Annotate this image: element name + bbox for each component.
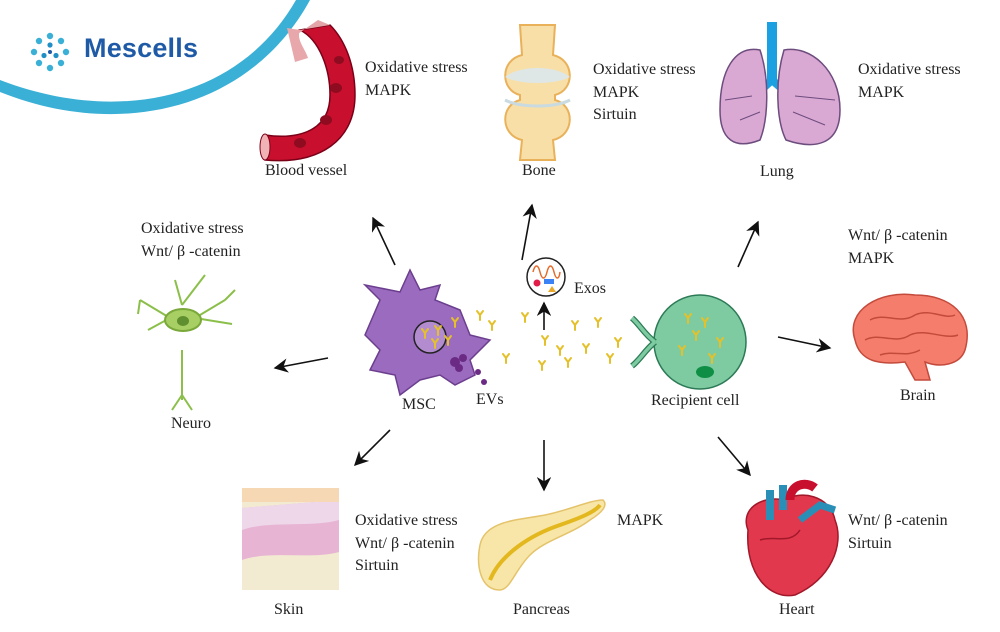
brain-label: Brain bbox=[900, 387, 936, 404]
evs-label: EVs bbox=[476, 391, 504, 408]
exos-label: Exos bbox=[574, 280, 606, 297]
pathway-item: Wnt/ β -catenin bbox=[141, 242, 241, 260]
pancreas-pathways: MAPK bbox=[617, 510, 663, 533]
brain-illustration bbox=[852, 293, 968, 381]
pathway-item: MAPK bbox=[858, 83, 905, 101]
neuro-pathways: Oxidative stress Wnt/ β -catenin bbox=[141, 218, 244, 263]
pancreas-illustration bbox=[477, 499, 606, 591]
pathway-item: Oxidative stress bbox=[141, 220, 244, 237]
bone-pathways: Oxidative stress MAPK Sirtuin bbox=[593, 59, 696, 127]
heart-pathways: Wnt/ β -catenin Sirtuin bbox=[848, 510, 948, 555]
pathway-item: MAPK bbox=[593, 83, 640, 101]
pathway-item: Sirtuin bbox=[848, 534, 892, 552]
neuron-illustration bbox=[137, 274, 236, 411]
pathway-item: Wnt/ β -catenin bbox=[848, 512, 948, 529]
pathway-item: Sirtuin bbox=[355, 557, 399, 574]
pathway-item: Oxidative stress bbox=[858, 61, 961, 78]
pathway-item: Oxidative stress bbox=[355, 512, 458, 529]
brand-name: Mescells bbox=[84, 33, 199, 63]
arrow-to-blood-vessel bbox=[371, 216, 396, 266]
lung-label: Lung bbox=[760, 163, 794, 180]
recipient-cell-label: Recipient cell bbox=[651, 392, 740, 409]
skin-label: Skin bbox=[274, 601, 304, 618]
brain-pathways: Wnt/ β -catenin MAPK bbox=[848, 225, 948, 270]
pathway-item: MAPK bbox=[617, 512, 664, 529]
blood-vessel-pathways: Oxidative stress MAPK bbox=[365, 57, 468, 102]
arrow-to-neuro bbox=[273, 357, 329, 373]
pathway-item: MAPK bbox=[365, 81, 412, 99]
neuro-label: Neuro bbox=[171, 415, 211, 432]
molecule-cluster-logo bbox=[30, 32, 70, 72]
lung-illustration bbox=[719, 22, 841, 146]
lung-pathways: Oxidative stress MAPK bbox=[858, 59, 961, 104]
pathway-item: Wnt/ β -catenin bbox=[848, 227, 948, 244]
arrow-to-heart bbox=[717, 436, 751, 477]
arrows bbox=[273, 203, 832, 492]
skin-illustration bbox=[242, 488, 339, 590]
pathway-item: MAPK bbox=[848, 249, 895, 267]
msc-label: MSC bbox=[402, 396, 436, 413]
heart-label: Heart bbox=[779, 601, 815, 618]
bone-label: Bone bbox=[522, 162, 556, 179]
blood-vessel-illustration bbox=[259, 20, 356, 162]
arrow-to-bone bbox=[521, 203, 537, 261]
arrow-to-brain bbox=[777, 336, 832, 353]
arrow-to-lung bbox=[737, 220, 760, 268]
pathway-item: Wnt/ β -catenin bbox=[355, 534, 455, 552]
blood-vessel-label: Blood vessel bbox=[265, 162, 348, 179]
recipient-cell-illustration bbox=[629, 294, 747, 390]
arrow-to-skin bbox=[353, 429, 391, 467]
exos-inset bbox=[526, 257, 566, 297]
heart-illustration bbox=[745, 479, 839, 597]
bone-illustration bbox=[504, 24, 571, 161]
brand-swoosh bbox=[0, 0, 310, 115]
exosome-particles bbox=[476, 310, 622, 371]
msc-cell-illustration bbox=[362, 268, 492, 397]
pathway-item: Oxidative stress bbox=[365, 59, 468, 76]
pathway-item: Sirtuin bbox=[593, 106, 637, 123]
pancreas-label: Pancreas bbox=[513, 601, 570, 618]
skin-pathways: Oxidative stress Wnt/ β -catenin Sirtuin bbox=[355, 510, 458, 578]
pathway-item: Oxidative stress bbox=[593, 61, 696, 78]
